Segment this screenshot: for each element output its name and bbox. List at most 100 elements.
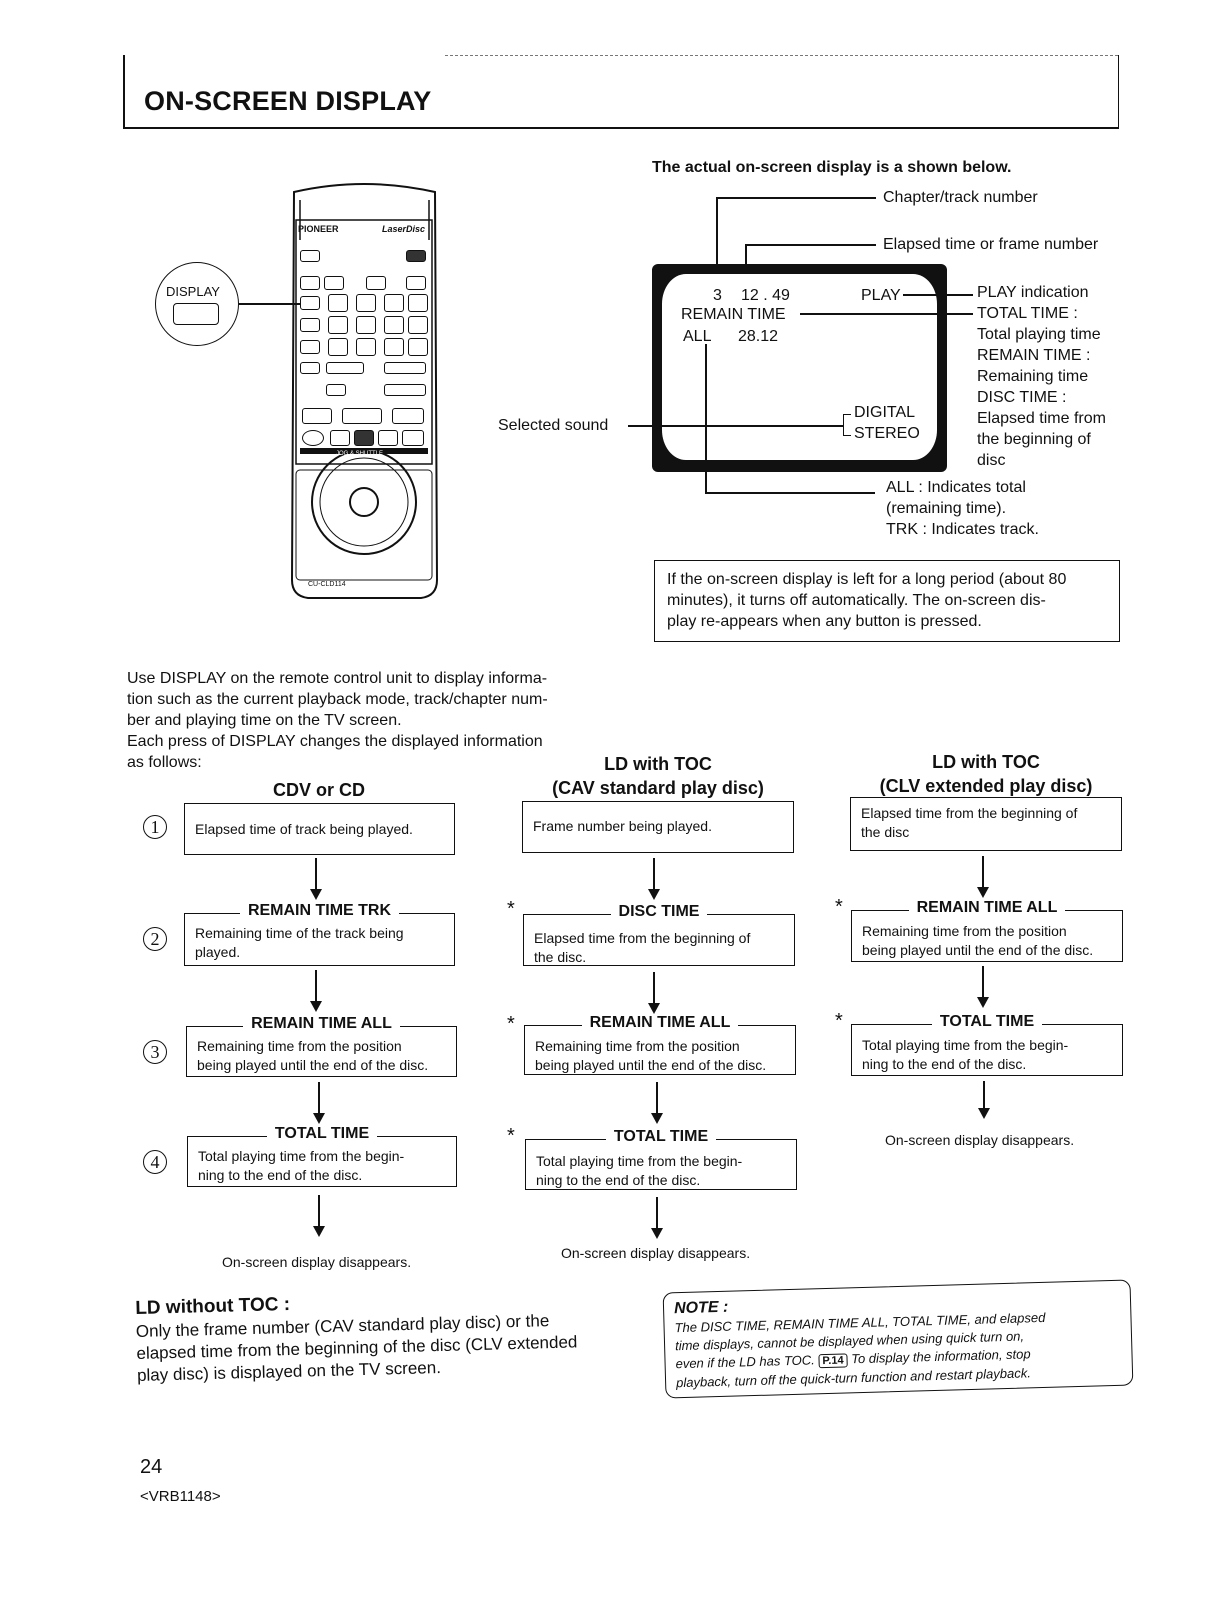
cd-box-1: Elapsed time of track being played. [184,803,455,855]
b-key[interactable] [354,430,374,446]
power-key[interactable] [300,250,320,262]
all-leader-v [705,344,707,492]
display-button-callout [155,262,239,346]
pause-key[interactable] [402,430,424,446]
clv-box-1: Elapsed time from the beginning of the d… [850,797,1122,851]
step-key[interactable] [384,362,426,374]
clv-box-1-line: the disc [861,824,910,840]
num-0-key[interactable] [408,338,428,356]
remain-time-callout: REMAIN TIME : [977,347,1091,364]
cd-end-text: On-screen display disappears. [222,1254,412,1270]
arrow-down-icon [651,1197,663,1239]
num-5-key[interactable] [356,316,376,334]
asterisk-marker: * [507,898,515,920]
clv-box-2-heading: REMAIN TIME ALL [908,899,1066,916]
clv-column-title-2: (CLV extended play disc) [879,776,1093,796]
play-key[interactable] [342,408,382,424]
usage-text: Use DISPLAY on the remote control unit t… [127,668,597,773]
disc-time-callout: DISC TIME : [977,389,1067,406]
usage-line: ber and playing time on the TV screen. [127,712,402,729]
arrow-down-icon [977,856,989,898]
num-2-key[interactable] [356,294,376,312]
num-9-key[interactable] [384,338,404,356]
cd-box-2-line: Remaining time of the track being [195,925,404,941]
clv-box-2-line: Remaining time from the position [862,923,1067,939]
num-3-key[interactable] [384,294,404,312]
arrow-down-icon [310,858,322,900]
plus10-key[interactable] [408,316,428,334]
key-row6-a[interactable] [326,384,346,396]
c-key[interactable] [408,294,428,312]
info-line: If the on-screen display is left for a l… [667,571,1067,588]
key-row1-c[interactable] [366,276,386,290]
stop-key[interactable] [378,430,398,446]
rewind-key[interactable] [302,408,332,424]
logo-label: LaserDisc [382,224,426,234]
chapter-leader [716,197,876,199]
clv-column-title-1: LD with TOC [932,752,1040,772]
clv-box-3-heading: TOTAL TIME [931,1013,1043,1030]
tv-time: 12 . 49 [741,287,790,304]
cd-column-title: CDV or CD [272,780,365,800]
key-row5-a[interactable] [300,362,320,374]
page-ref-icon: P.14 [818,1353,848,1369]
cav-box-2-heading: DISC TIME [610,903,708,920]
page-number: 24 [140,1456,163,1478]
selected-sound-callout: Selected sound [498,417,609,434]
usage-line: as follows: [127,754,202,771]
clv-box-2: REMAIN TIME ALL Remaining time from the … [851,899,1123,962]
a-key[interactable] [330,430,350,446]
play-leader [903,294,973,296]
tv-stereo: STEREO [854,425,920,442]
clv-box-2-line: being played until the end of the disc. [862,942,1094,958]
remote-control-illustration: PIONEER LaserDisc CU-CLD114 JOG & SHUTTL… [286,180,443,600]
arrow-down-icon [313,1195,325,1237]
cd-box-4-line: ning to the end of the disc. [198,1167,363,1183]
display-key[interactable] [300,296,320,310]
arrow-down-icon [648,858,660,900]
num-8-key[interactable] [356,338,376,356]
tv-all-time: 28.12 [738,328,779,345]
clv-box-3-line: Total playing time from the begin- [862,1037,1069,1053]
num-1-key[interactable] [328,294,348,312]
all-leader-h [705,492,875,494]
key-row1-b[interactable] [324,276,344,290]
key-row3-a[interactable] [300,318,320,332]
eject-key[interactable] [406,250,426,262]
clv-box-3: TOTAL TIME Total playing time from the b… [851,1013,1123,1076]
disc-desc-2: the beginning of [977,431,1091,448]
multi-speed-key[interactable] [326,362,364,374]
callout-line [239,303,301,305]
key-row4-a[interactable] [300,340,320,354]
key-row1-d[interactable] [406,276,426,290]
num-6-key[interactable] [384,316,404,334]
note-line: To display the information, stop [851,1346,1031,1367]
cd-box-1-text: Elapsed time of track being played. [195,821,413,837]
note-box: NOTE : The DISC TIME, REMAIN TIME ALL, T… [662,1279,1134,1399]
info-line: play re-appears when any button is press… [667,613,982,630]
cav-box-4: TOTAL TIME Total playing time from the b… [525,1128,797,1190]
chapter-callout: Chapter/track number [883,189,1038,206]
tv-play: PLAY [861,287,901,304]
key-row8-a[interactable] [302,430,324,446]
fast-forward-key[interactable] [392,408,424,424]
skip-key[interactable] [384,384,426,396]
cav-column-title-2: (CAV standard play disc) [552,778,764,798]
cd-box-3-line: Remaining time from the position [197,1038,402,1054]
num-4-key[interactable] [328,316,348,334]
cd-box-4: TOTAL TIME Total playing time from the b… [187,1125,457,1187]
display-button-label: DISPLAY [166,284,220,299]
chapter-leader-v [716,197,718,287]
usage-line: Use DISPLAY on the remote control unit t… [127,670,548,687]
cav-end-text: On-screen display disappears. [561,1245,751,1261]
display-intro: The actual on-screen display is a shown … [652,159,1012,176]
cd-box-4-heading: TOTAL TIME [266,1125,378,1142]
jog-label: JOG & SHUTTLE [336,451,384,457]
num-7-key[interactable] [328,338,348,356]
trk-callout: TRK : Indicates track. [886,521,1039,538]
cav-box-1-text: Frame number being played. [533,818,712,834]
display-button-icon[interactable] [173,303,219,325]
step-2: 2 [143,927,167,951]
key-row1-a[interactable] [300,276,320,290]
usage-line: tion such as the current playback mode, … [127,691,548,708]
